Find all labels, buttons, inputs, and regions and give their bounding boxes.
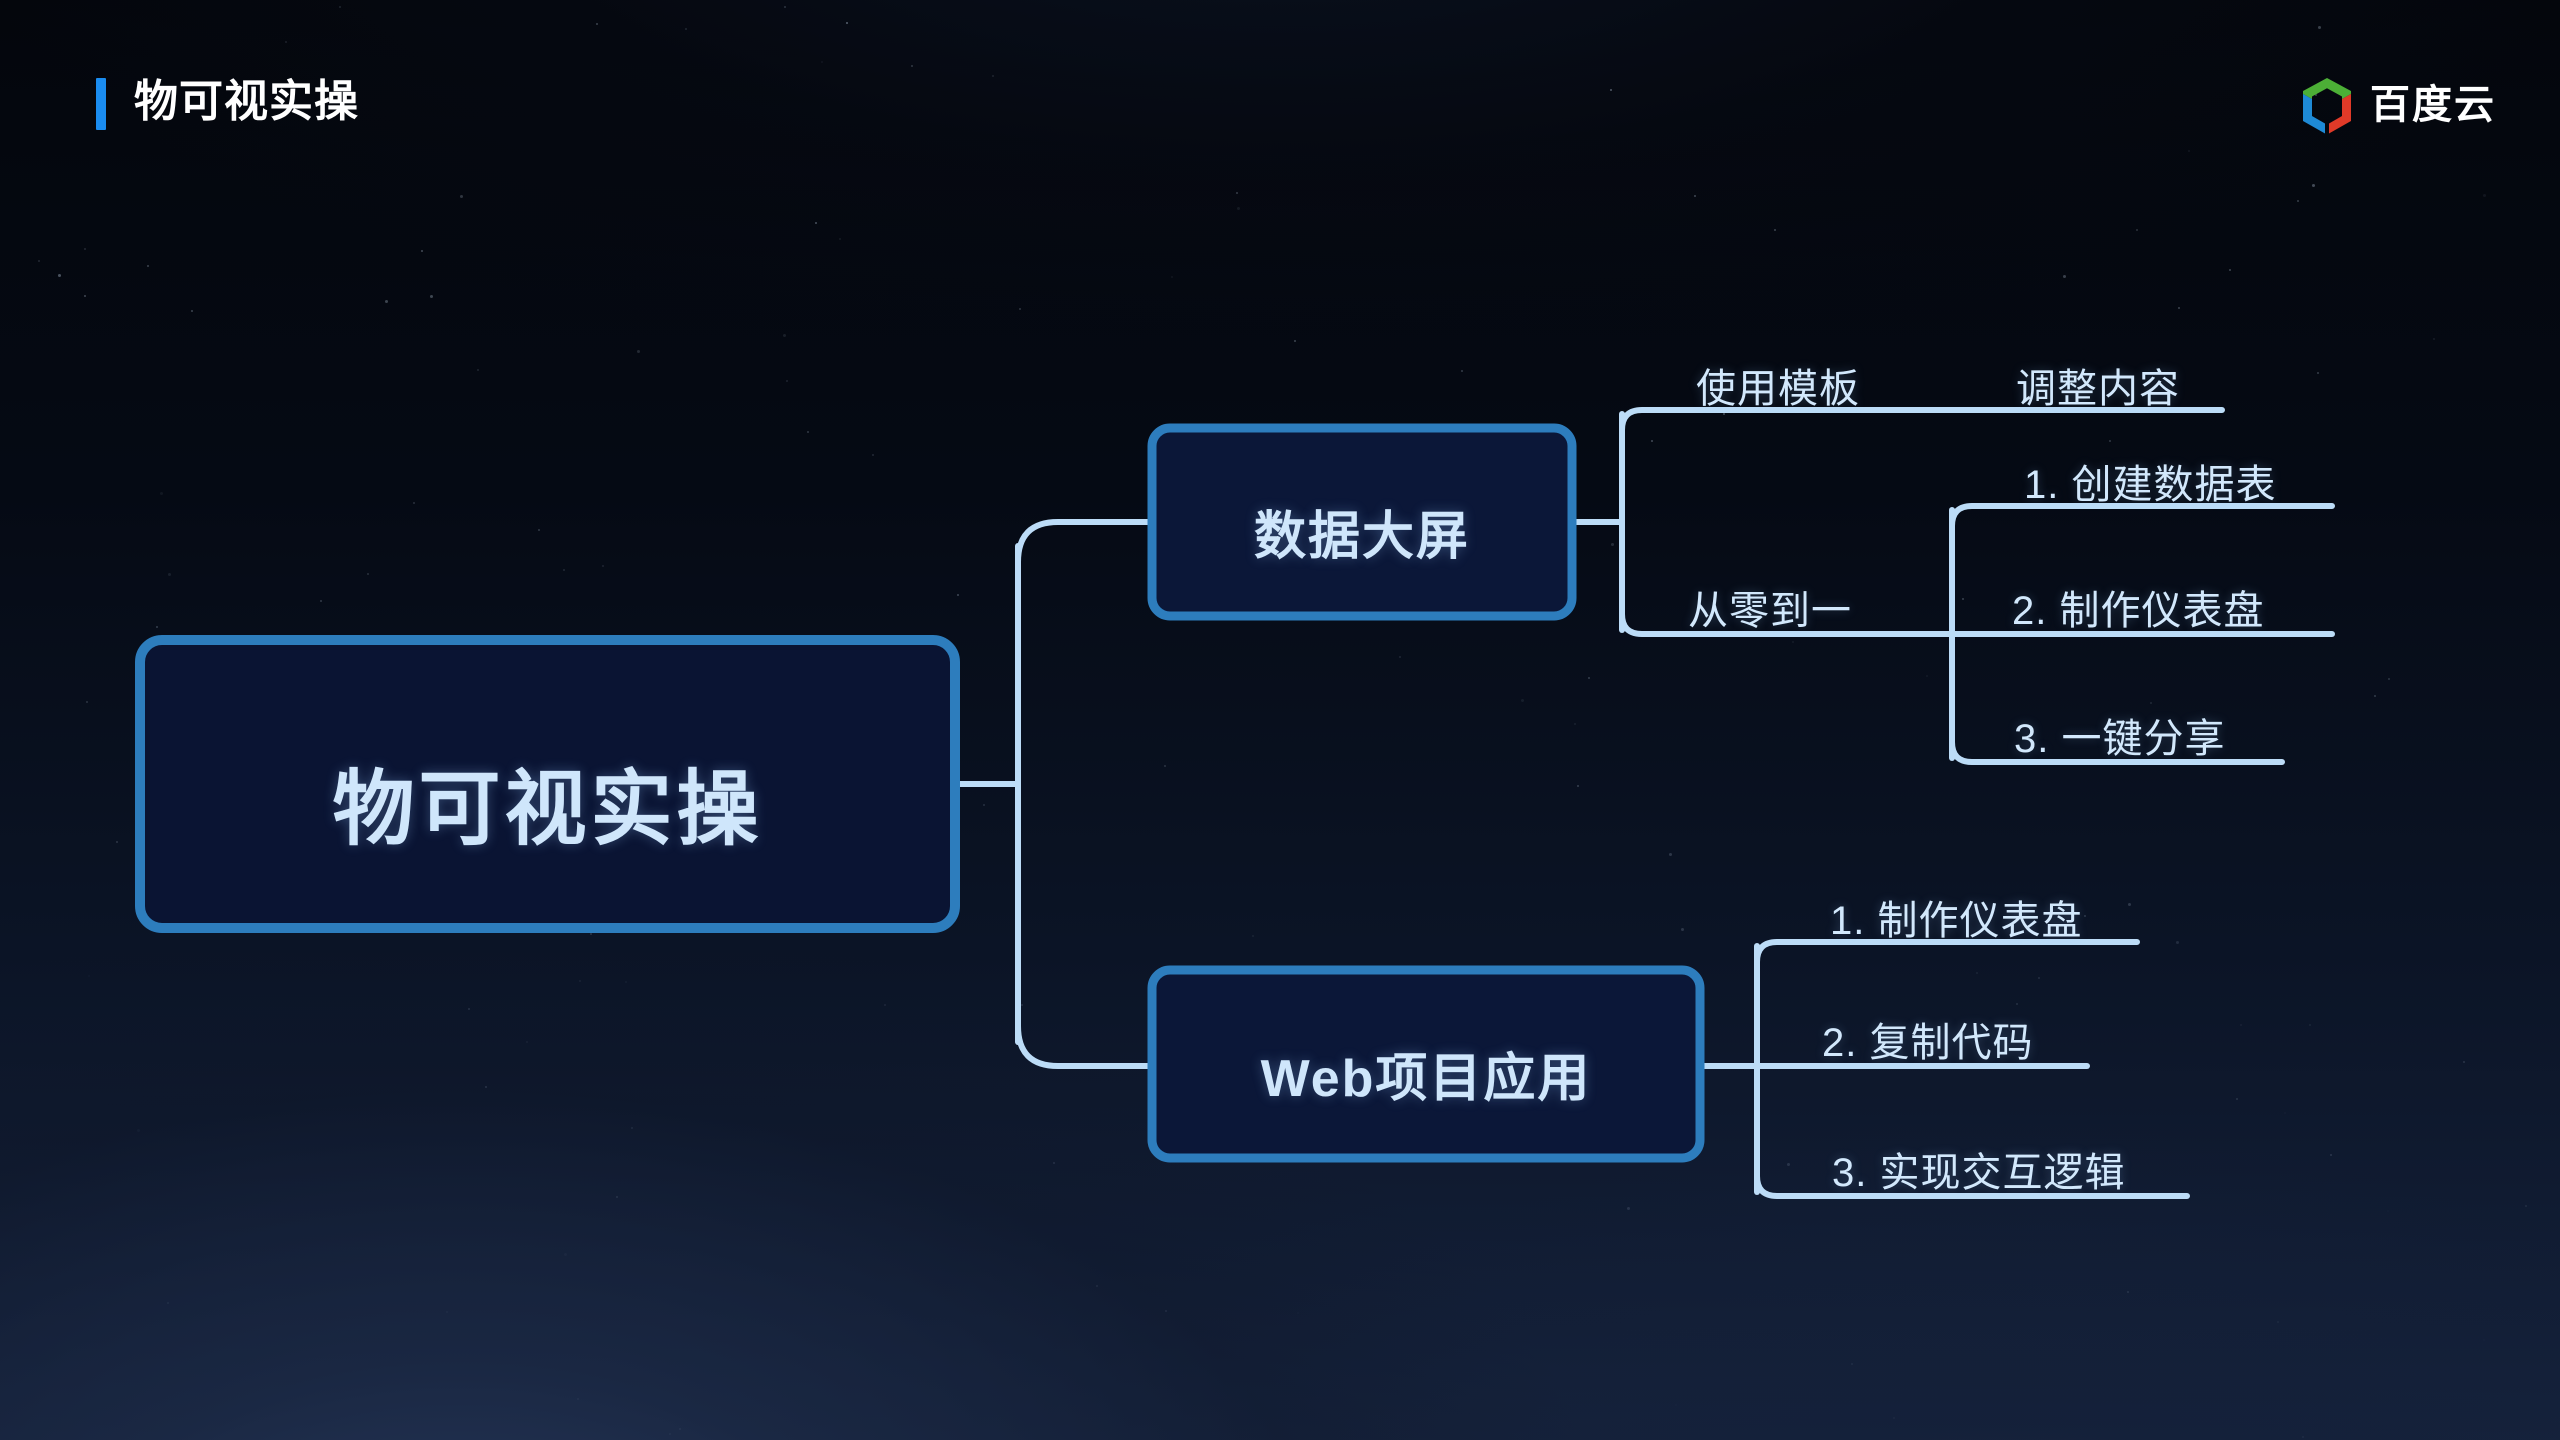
connector-root-to-branch-2 [1015, 1023, 1155, 1069]
leaf-label-adjust-content[interactable]: 调整内容 [2016, 367, 2180, 411]
leaf-label-zero-step-1[interactable]: 1. 创建数据表 [2024, 463, 2277, 507]
root-node-box[interactable] [135, 635, 960, 933]
brand-name: 百度云 [2370, 83, 2496, 127]
connector-root-to-branch-1 [1015, 519, 1155, 565]
leaf-label-zero-step-2[interactable]: 2. 制作仪表盘 [2012, 589, 2265, 633]
brand-logo: 百度云 [2300, 76, 2496, 134]
branch-node-label-1: 数据大屏 [1253, 508, 1470, 566]
branch-node-box-2[interactable] [1147, 965, 1705, 1163]
page-title: 物可视实操 [134, 77, 359, 126]
title-accent-bar [96, 78, 106, 130]
leaf-label-zero-step-3[interactable]: 3. 一键分享 [2014, 717, 2226, 761]
connector-group-zero-to-one [1619, 611, 1955, 637]
connector-zero-step-3 [1949, 739, 2285, 765]
baidu-cloud-hexagon-logo [2303, 78, 2351, 134]
connector-group-use-template [1619, 407, 2225, 433]
leaf-label-web-step-1[interactable]: 1. 制作仪表盘 [1830, 899, 2083, 943]
leaf-label-zero-to-one[interactable]: 从零到一 [1688, 589, 1852, 633]
leaf-label-web-step-2[interactable]: 2. 复制代码 [1822, 1021, 2034, 1065]
branch-node-box-1[interactable] [1147, 423, 1577, 621]
connector-web-step-3 [1754, 1173, 2190, 1199]
branch-node-label-2: Web项目应用 [1260, 1050, 1592, 1108]
root-node-label: 物可视实操 [332, 764, 763, 855]
slide-header: 物可视实操 百度云 [0, 0, 2560, 160]
connector-web-step-1 [1754, 939, 2140, 965]
leaf-label-web-step-3[interactable]: 3. 实现交互逻辑 [1832, 1151, 2126, 1195]
leaf-label-use-template[interactable]: 使用模板 [1696, 367, 1860, 411]
connector-zero-step-1 [1949, 503, 2335, 529]
